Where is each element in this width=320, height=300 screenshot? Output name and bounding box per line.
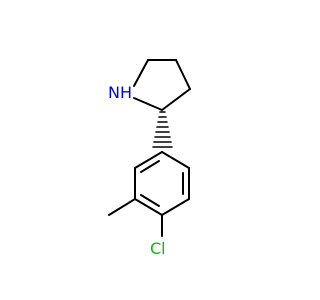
bond-ar6-ar1 [134, 151, 163, 169]
molecule-structure: NH Cl [108, 59, 191, 258]
chlorine-label: Cl [150, 239, 166, 258]
bond-c3-c2 [161, 88, 191, 111]
bond-ar4-ar5 [134, 198, 163, 216]
double-bond-inner-3 [140, 160, 160, 173]
bond-ar3-ar4 [161, 198, 190, 216]
bond-ar1-ar2 [161, 151, 190, 169]
double-bond-inner-2 [140, 194, 160, 207]
nitrogen-label: NH [108, 83, 132, 102]
bond-c4-c3 [175, 59, 191, 90]
bond-n-c5 [133, 59, 149, 87]
bond-c2-n [133, 97, 163, 111]
stereo-hash-bond [152, 111, 173, 148]
bond-methyl [108, 198, 136, 216]
molecule-canvas: NH Cl [108, 59, 191, 258]
